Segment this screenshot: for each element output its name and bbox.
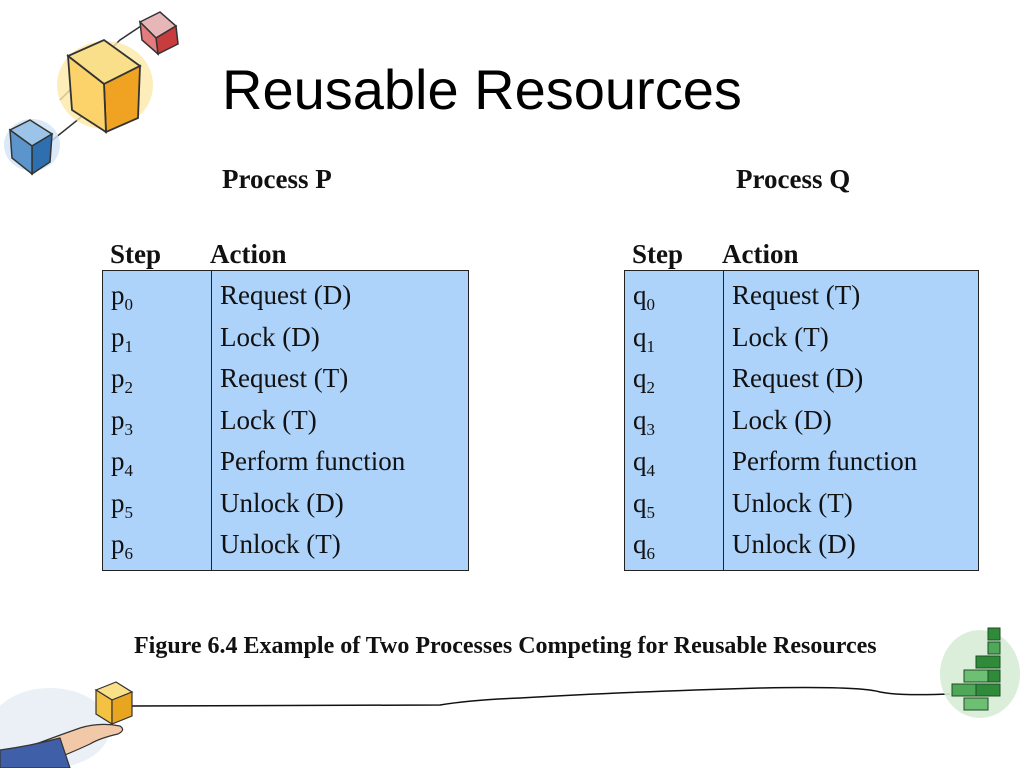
process-p-column-headers: Step Action	[102, 208, 469, 270]
process-q-action-header: Action	[722, 239, 799, 269]
table-row: q2 Request (D)	[624, 358, 979, 400]
table-row: q5 Unlock (T)	[624, 482, 979, 524]
action-cell: Lock (T)	[220, 404, 317, 435]
step-cell: p2	[102, 358, 212, 400]
process-q-column-headers: Step Action	[624, 208, 979, 270]
table-row: q0 Request (T)	[624, 270, 979, 317]
action-cell: Lock (D)	[732, 404, 832, 435]
action-cell: Unlock (D)	[732, 529, 856, 560]
table-row: q4 Perform function	[624, 441, 979, 483]
table-row: p0 Request (D)	[102, 270, 469, 317]
process-q-step-header: Step	[632, 239, 684, 269]
process-q-title: Process Q	[736, 164, 851, 194]
step-cell: p1	[102, 316, 212, 358]
action-cell: Request (T)	[732, 280, 861, 311]
step-cell: p4	[102, 441, 212, 483]
step-cell: p6	[102, 524, 212, 570]
step-cell: q0	[624, 270, 724, 317]
table-row: p4 Perform function	[102, 441, 469, 483]
step-cell: q2	[624, 358, 724, 400]
step-cell: q5	[624, 482, 724, 524]
table-row: p2 Request (T)	[102, 358, 469, 400]
slide-title: Reusable Resources	[222, 58, 742, 121]
action-cell: Lock (D)	[220, 321, 320, 352]
process-q-block: Process Q Step Action q0 Request (T) q1 …	[624, 166, 979, 571]
process-p-block: Process P Step Action p0 Request (D) p1 …	[102, 166, 469, 571]
string-line-icon	[129, 686, 951, 707]
step-cell: q4	[624, 441, 724, 483]
step-cell: q1	[624, 316, 724, 358]
table-row: q3 Lock (D)	[624, 399, 979, 441]
process-p-step-header: Step	[110, 239, 162, 269]
action-cell: Unlock (T)	[732, 487, 853, 518]
step-cell: p3	[102, 399, 212, 441]
cubes-clipart-icon	[4, 11, 179, 176]
action-cell: Unlock (D)	[220, 487, 344, 518]
step-cell: q3	[624, 399, 724, 441]
hand-holding-box-icon	[0, 681, 134, 768]
action-cell: Unlock (T)	[220, 529, 341, 560]
table-row: p6 Unlock (T)	[102, 524, 469, 570]
table-row: p5 Unlock (D)	[102, 482, 469, 524]
step-cell: p5	[102, 482, 212, 524]
action-cell: Request (T)	[220, 363, 349, 394]
action-cell: Request (D)	[732, 363, 864, 394]
process-q-table: q0 Request (T) q1 Lock (T) q2 Request (D…	[624, 270, 979, 571]
step-cell: q6	[624, 524, 724, 570]
brick-wall-icon	[940, 627, 1020, 718]
table-row: q1 Lock (T)	[624, 316, 979, 358]
step-cell: p0	[102, 270, 212, 317]
process-p-title: Process P	[222, 164, 332, 194]
action-cell: Request (D)	[220, 280, 352, 311]
action-cell: Perform function	[732, 446, 918, 477]
action-cell: Lock (T)	[732, 321, 829, 352]
process-p-action-header: Action	[210, 239, 287, 269]
figure-caption: Figure 6.4 Example of Two Processes Comp…	[134, 633, 877, 659]
table-row: q6 Unlock (D)	[624, 524, 979, 570]
table-row: p3 Lock (T)	[102, 399, 469, 441]
process-p-table: p0 Request (D) p1 Lock (D) p2 Request (T…	[102, 270, 469, 571]
action-cell: Perform function	[220, 446, 406, 477]
table-row: p1 Lock (D)	[102, 316, 469, 358]
